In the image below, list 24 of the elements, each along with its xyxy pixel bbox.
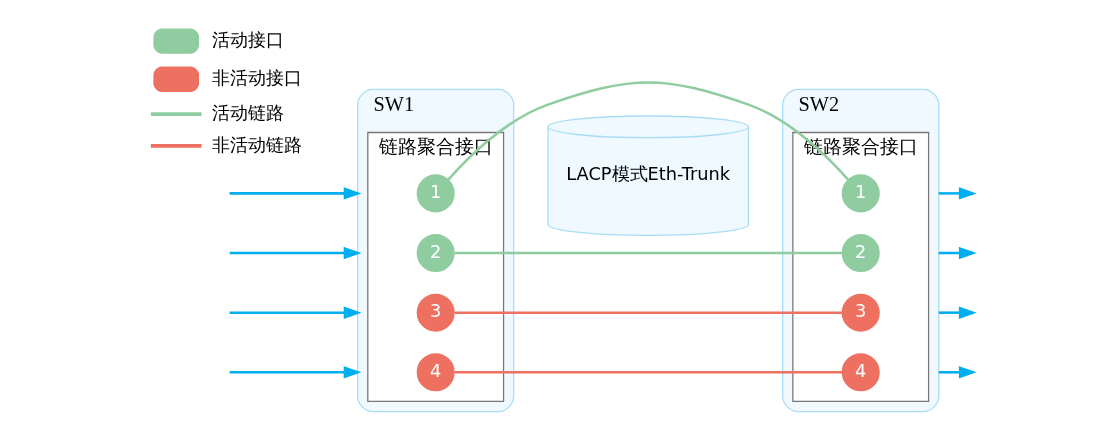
connector <box>454 311 842 314</box>
node-circle: 3 <box>416 293 455 332</box>
connector <box>454 371 842 374</box>
node-circle: 4 <box>416 353 455 392</box>
arrow <box>938 366 977 379</box>
connector <box>446 81 849 181</box>
node-circle: 1 <box>841 174 880 213</box>
legend-label: 活动接口 <box>211 29 284 50</box>
node-circle: 1 <box>416 174 455 213</box>
arrow <box>938 187 977 200</box>
arrow <box>938 306 977 319</box>
node-circle: 2 <box>841 234 880 273</box>
arrow <box>229 366 361 379</box>
arrow <box>229 246 361 260</box>
node-circle: 2 <box>416 234 455 273</box>
node-circle: 3 <box>841 293 880 332</box>
legend-label: 非活动链路 <box>211 134 302 155</box>
arrow <box>229 187 361 200</box>
node-circle: 4 <box>841 353 880 392</box>
connector <box>454 251 842 255</box>
arrow <box>229 306 361 319</box>
legend-label: 非活动接口 <box>211 67 302 88</box>
legend-label: 活动链路 <box>211 102 284 123</box>
arrow <box>938 246 977 260</box>
